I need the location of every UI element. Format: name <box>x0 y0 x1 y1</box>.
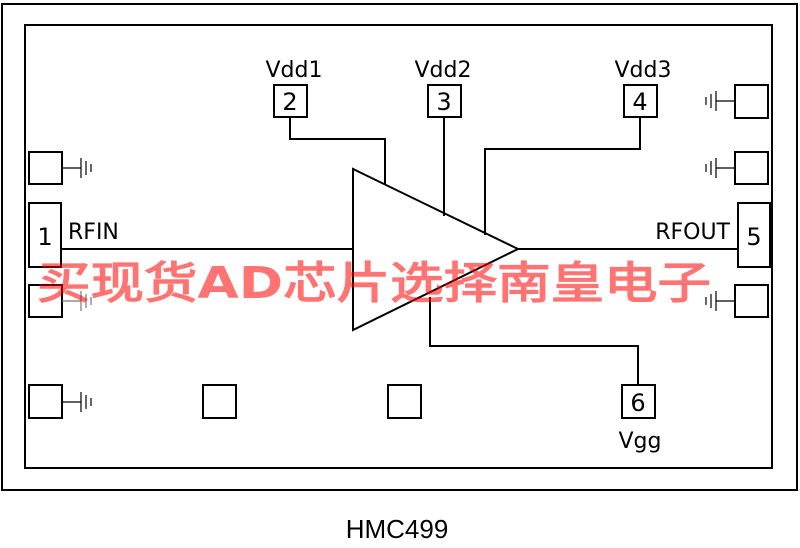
pin-1-number: 1 <box>37 223 52 251</box>
pin-6-number: 6 <box>630 389 645 417</box>
ground-pad-left-2 <box>28 284 92 318</box>
pin-3-vdd2: 3 Vdd2 <box>415 58 472 118</box>
pin-1-label: RFIN <box>68 220 119 245</box>
pin-4-number: 4 <box>632 88 647 116</box>
pin-3-label: Vdd2 <box>415 58 472 83</box>
pin-6-label: Vgg <box>619 429 662 454</box>
pin-3-number: 3 <box>436 88 451 116</box>
pin-5-rfout: 5 RFOUT <box>655 202 771 268</box>
pin-5-label: RFOUT <box>655 220 730 245</box>
ground-pad-right-1 <box>705 84 769 119</box>
bottom-pad-1 <box>202 384 237 419</box>
pin-1-rfin: 1 RFIN <box>28 202 119 268</box>
pin-2-vdd1: 2 Vdd1 <box>266 58 323 118</box>
pin-5-number: 5 <box>746 223 761 251</box>
bottom-pad-2 <box>387 384 422 419</box>
bias-lines <box>289 117 641 385</box>
ground-pad-left-3 <box>28 384 92 419</box>
pin-4-vdd3: 4 Vdd3 <box>615 58 672 118</box>
ground-pad-right-2 <box>705 151 769 185</box>
pin-2-label: Vdd1 <box>266 58 323 83</box>
part-number-caption: HMC499 <box>346 514 449 544</box>
pin-2-number: 2 <box>282 88 297 116</box>
pin-6-vgg: 6 Vgg <box>619 384 662 454</box>
ground-pad-right-3 <box>705 284 769 318</box>
ground-pad-left-1 <box>28 151 92 185</box>
pin-4-label: Vdd3 <box>615 58 672 83</box>
watermark-text: 买现货AD芯片选择南皇电子 <box>37 258 711 309</box>
package-outline <box>1 3 798 491</box>
